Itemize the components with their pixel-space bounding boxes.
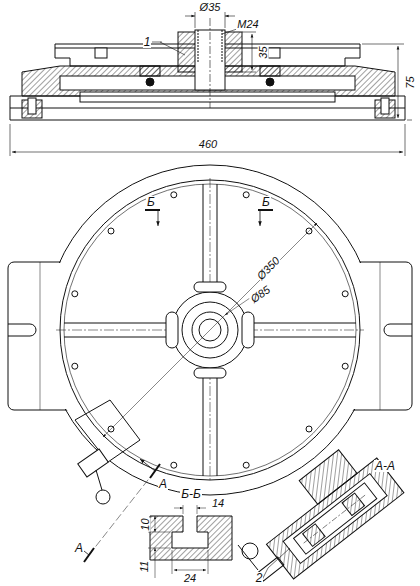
bolt-hole bbox=[342, 363, 348, 369]
bolt-hole bbox=[171, 192, 177, 198]
dimension-label: M24 bbox=[236, 19, 259, 30]
bolt-hole bbox=[243, 192, 249, 198]
dimension-label: 75 bbox=[405, 75, 416, 89]
dimension-label: А bbox=[74, 542, 84, 554]
bolt-hole bbox=[171, 462, 177, 468]
dimension-label: Ø35 bbox=[199, 2, 222, 13]
section-view bbox=[10, 12, 412, 120]
dimension-label: 11 bbox=[139, 559, 150, 572]
bolt-hole bbox=[243, 462, 249, 468]
t-slot-section bbox=[148, 505, 232, 578]
dimension-label: Б-Б bbox=[180, 488, 202, 500]
bolt-hole bbox=[342, 291, 348, 297]
dimension-label: 10 bbox=[140, 517, 151, 531]
bolt-hole bbox=[306, 426, 312, 432]
dimension-label: Б bbox=[146, 196, 156, 208]
dimension-label: 24 bbox=[183, 573, 197, 584]
callout-number: 1 bbox=[143, 36, 152, 48]
callout-number: 2 bbox=[255, 572, 264, 584]
dimension-label: 460 bbox=[198, 139, 218, 150]
dimension-label: 14 bbox=[211, 498, 225, 509]
dimension-label: Б bbox=[261, 196, 271, 208]
bolt-hole bbox=[72, 291, 78, 297]
worm-section bbox=[228, 434, 404, 586]
bolt-hole bbox=[72, 363, 78, 369]
dimension-label: А bbox=[158, 478, 168, 490]
bolt-hole bbox=[108, 228, 114, 234]
plan-view bbox=[8, 165, 412, 562]
dimension-label: А-А bbox=[374, 460, 396, 472]
dimension-label: 35 bbox=[258, 45, 269, 59]
